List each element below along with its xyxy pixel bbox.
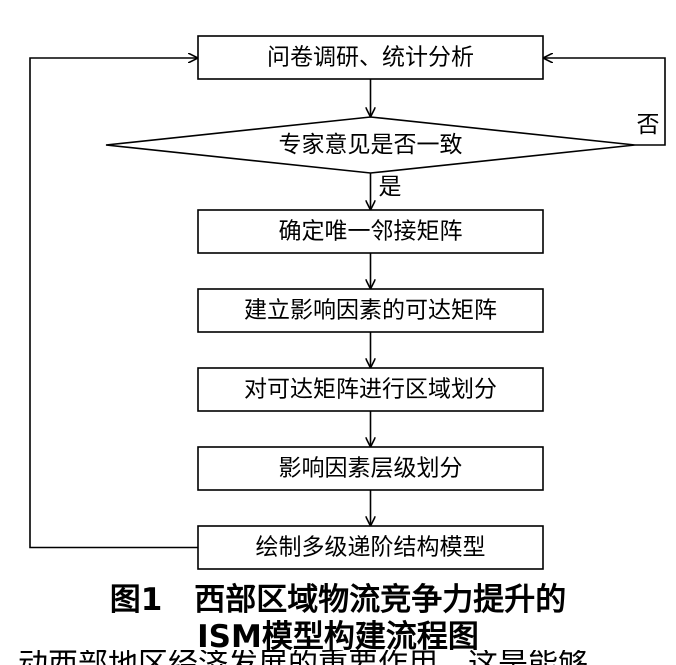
level-partition-label: 影响因素层级划分 <box>279 456 463 482</box>
survey-label: 问卷调研、统计分析 <box>267 45 474 71</box>
figure-caption-line2: ISM模型构建流程图 <box>0 619 676 655</box>
figure-title-line1: 西部区域物流竞争力提升的 <box>194 582 567 618</box>
figure-caption-line1: 图1 西部区域物流竞争力提升的 <box>0 582 676 618</box>
figure-number: 图1 <box>109 582 163 618</box>
edge-label-yes: 是 <box>379 174 402 200</box>
adjacency-box <box>197 209 544 254</box>
reachability-box <box>197 288 544 333</box>
reachability-label: 建立影响因素的可达矩阵 <box>244 298 497 324</box>
survey-box <box>197 35 544 80</box>
model-label: 绘制多级递阶结构模型 <box>256 535 486 561</box>
model-box <box>197 525 544 570</box>
arrow-decision-no-feedback <box>544 58 666 146</box>
cut-off-body-text: 动西部地区经济发展的重要作用，这是能够 <box>0 650 676 665</box>
arrow-model-feedback-to-survey <box>29 58 198 549</box>
adjacency-label: 确定唯一邻接矩阵 <box>279 219 463 245</box>
cut-off-text-line: 动西部地区经济发展的重要作用，这是能够 <box>18 650 588 665</box>
edge-label-no: 否 <box>637 112 660 138</box>
flowchart: 问卷调研、统计分析 专家意见是否一致 否 是 确定唯一邻接矩阵 建立影响因素的可… <box>29 35 666 570</box>
figure-title-line2: ISM模型构建流程图 <box>197 619 479 655</box>
region-partition-label: 对可达矩阵进行区域划分 <box>244 377 497 403</box>
decision-label: 专家意见是否一致 <box>279 132 463 158</box>
